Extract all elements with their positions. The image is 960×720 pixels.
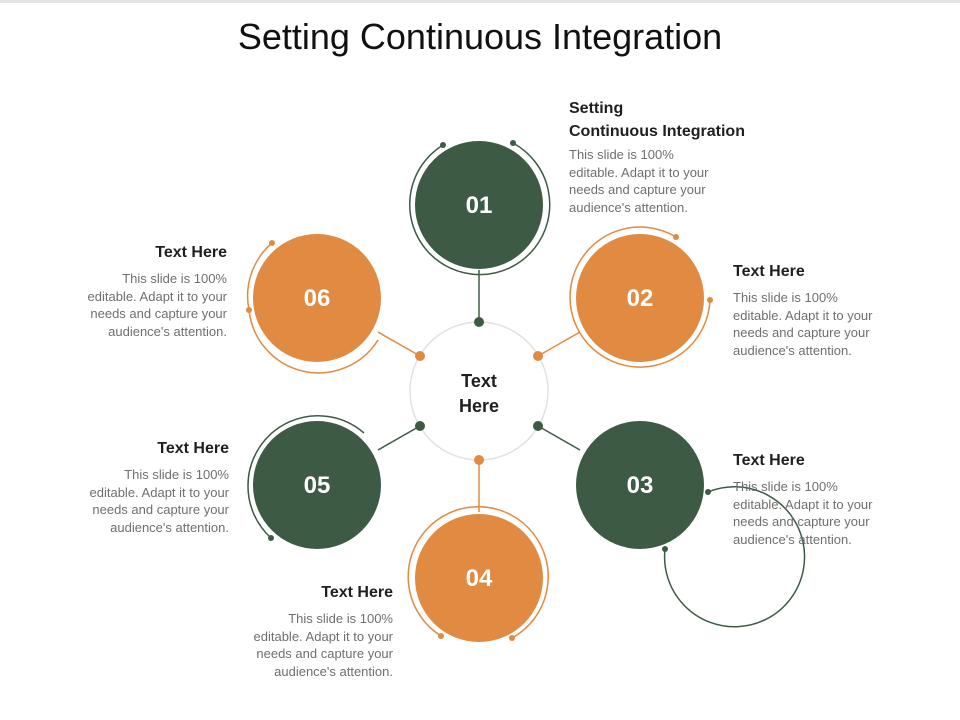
arc-dot-04a bbox=[509, 635, 515, 641]
item-01-desc-line: needs and capture your bbox=[569, 182, 706, 198]
item-06-desc-line: editable. Adapt it to your bbox=[87, 288, 227, 304]
item-04-description: This slide is 100% editable. Adapt it to… bbox=[193, 610, 393, 680]
connector-dot-05 bbox=[415, 421, 425, 431]
node-circle-03 bbox=[576, 421, 704, 549]
arc-dot-03a bbox=[705, 489, 711, 495]
connector-05 bbox=[377, 425, 421, 451]
item-04-desc-line: This slide is 100% bbox=[288, 611, 393, 626]
arc-dot-03b bbox=[662, 546, 668, 552]
item-03-desc-line: This slide is 100% bbox=[733, 479, 838, 494]
arc-04 bbox=[407, 505, 549, 639]
arc-dot-06a bbox=[269, 240, 275, 246]
node-circle-05 bbox=[253, 421, 381, 549]
connector-dot-03 bbox=[533, 421, 543, 431]
node-number-06: 06 bbox=[304, 285, 331, 312]
center-label-line1: Text bbox=[461, 371, 497, 391]
item-03-desc-line: audience's attention. bbox=[733, 531, 852, 547]
item-01-desc-line: audience's attention. bbox=[569, 199, 688, 215]
arc-dot-04b bbox=[438, 633, 444, 639]
arc-dot-02b bbox=[707, 297, 713, 303]
arc-03 bbox=[663, 486, 806, 628]
item-03-description: This slide is 100% editable. Adapt it to… bbox=[733, 478, 933, 548]
arc-01 bbox=[409, 142, 551, 276]
node-circle-02 bbox=[576, 234, 704, 362]
connector-dot-02 bbox=[533, 351, 543, 361]
item-05-heading: Text Here bbox=[157, 440, 229, 457]
connector-dot-06 bbox=[415, 351, 425, 361]
node-number-03: 03 bbox=[627, 472, 654, 499]
arc-dot-05a bbox=[268, 535, 274, 541]
item-02-heading: Text Here bbox=[733, 263, 805, 280]
item-03-desc-line: needs and capture your bbox=[733, 514, 870, 530]
item-01-desc-line: editable. Adapt it to your bbox=[569, 164, 709, 180]
item-02-desc-line: audience's attention. bbox=[733, 342, 852, 358]
item-05-desc-line: audience's attention. bbox=[110, 519, 229, 535]
node-number-04: 04 bbox=[466, 565, 493, 592]
connector-03 bbox=[537, 425, 581, 451]
connector-dot-04 bbox=[474, 455, 484, 465]
item-06-desc-line: audience's attention. bbox=[108, 323, 227, 339]
item-05-desc-line: editable. Adapt it to your bbox=[89, 484, 229, 500]
arc-06 bbox=[246, 242, 273, 311]
item-01-heading-line2: Continuous Integration bbox=[569, 123, 745, 140]
node-circle-04 bbox=[415, 514, 543, 642]
item-03-desc-line: editable. Adapt it to your bbox=[733, 496, 873, 512]
item-01-heading-line1: Setting bbox=[569, 100, 624, 117]
slide-title: Setting Continuous Integration bbox=[237, 16, 723, 57]
item-02-desc-line: needs and capture your bbox=[733, 325, 870, 341]
item-06-desc-line: This slide is 100% bbox=[122, 271, 227, 286]
item-04-desc-line: audience's attention. bbox=[274, 663, 393, 679]
item-05-desc-line: needs and capture your bbox=[92, 502, 229, 518]
node-number-01: 01 bbox=[466, 192, 493, 219]
item-01-description: This slide is 100% editable. Adapt it to… bbox=[569, 146, 769, 216]
node-circle-01 bbox=[415, 141, 543, 269]
arc-02 bbox=[569, 226, 711, 368]
item-06-desc-line: needs and capture your bbox=[90, 306, 227, 322]
arc-dot-02a bbox=[673, 234, 679, 240]
top-border bbox=[0, 0, 960, 3]
connector-02 bbox=[537, 331, 581, 357]
arc-05b bbox=[247, 415, 365, 487]
node-circle-06 bbox=[253, 234, 381, 362]
item-01-heading: Setting Continuous Integration bbox=[569, 97, 829, 143]
item-04-desc-line: editable. Adapt it to your bbox=[253, 628, 393, 644]
connector-06 bbox=[377, 331, 421, 357]
node-number-05: 05 bbox=[304, 472, 331, 499]
arc-dot-01b bbox=[510, 140, 516, 146]
item-03-heading: Text Here bbox=[733, 452, 805, 469]
item-02-desc-line: editable. Adapt it to your bbox=[733, 307, 873, 323]
item-02-desc-line: This slide is 100% bbox=[733, 290, 838, 305]
arc-dot-06b bbox=[246, 307, 252, 313]
item-05-desc-line: This slide is 100% bbox=[124, 467, 229, 482]
arc-06b bbox=[248, 309, 379, 374]
item-06-description: This slide is 100% editable. Adapt it to… bbox=[27, 270, 227, 340]
connector-dot-01 bbox=[474, 317, 484, 327]
item-01-desc-line: This slide is 100% bbox=[569, 147, 674, 162]
item-06-heading: Text Here bbox=[155, 244, 227, 261]
center-label-line2: Here bbox=[459, 396, 499, 416]
center-ring bbox=[409, 321, 549, 461]
node-number-02: 02 bbox=[627, 285, 654, 312]
item-02-description: This slide is 100% editable. Adapt it to… bbox=[733, 289, 933, 359]
item-04-heading: Text Here bbox=[321, 584, 393, 601]
arc-05 bbox=[247, 485, 272, 539]
arc-dot-01a bbox=[440, 142, 446, 148]
item-05-description: This slide is 100% editable. Adapt it to… bbox=[29, 466, 229, 536]
item-04-desc-line: needs and capture your bbox=[256, 646, 393, 662]
